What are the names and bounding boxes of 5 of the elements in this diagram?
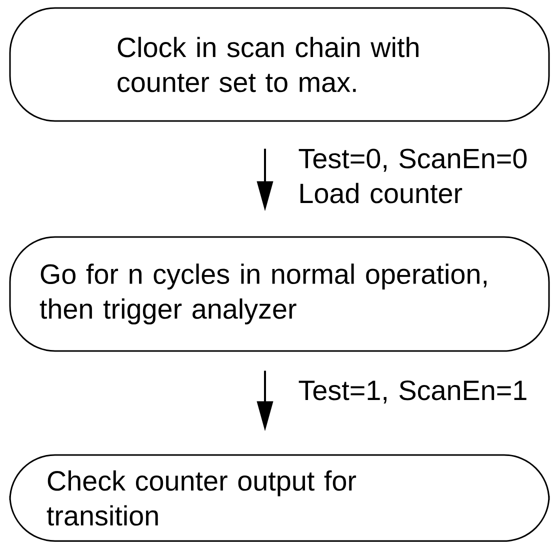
process-box: Go for n cycles in normal operation, then trigger analyzer xyxy=(9,236,550,352)
edge-label: Test=1, ScanEn=1 xyxy=(298,380,526,404)
process-box: Check counter output for transition xyxy=(9,454,550,542)
edge-label: Test=0, ScanEn=0 Load counter xyxy=(298,148,527,204)
process-box: Clock in scan chain with counter set to max. xyxy=(9,7,550,122)
